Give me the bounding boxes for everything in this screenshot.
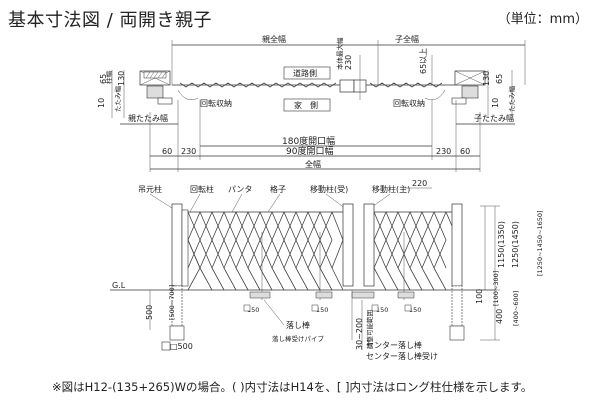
idou-shu-label: 移動柱(主) — [372, 184, 410, 194]
gate-rail-plan — [172, 55, 455, 100]
rotation-arc-right — [424, 89, 446, 100]
lattice-left — [187, 211, 344, 291]
dim-400-label: 400 — [495, 309, 504, 324]
drop-rods — [261, 232, 405, 300]
kaiten-left-label: 回転収納 — [200, 98, 232, 108]
dim-100-range-label: [100~300] — [492, 271, 500, 306]
dim-10-right: 10 — [491, 98, 500, 108]
dim-150-b: 150 — [316, 306, 328, 314]
bottom-dimension-lines — [120, 100, 515, 172]
ground-hatch-left — [143, 71, 167, 79]
dim-500-label: 500 — [145, 305, 154, 320]
tatami-haba-left: たたみ幅 — [113, 86, 122, 113]
dim-400-range-label: [400~600] — [512, 291, 520, 326]
dim-60-left: 60 — [162, 147, 172, 156]
house-side-box — [283, 98, 331, 112]
ie-gawa-label: 家 側 — [294, 100, 318, 110]
left-post-plan — [139, 70, 173, 105]
oya-zen-haba-label: 親全幅 — [262, 34, 286, 44]
height-range-label: [1250~1450~1650] — [536, 210, 544, 276]
panta-label: パンタ — [228, 185, 252, 194]
koushi-label: 格子 — [270, 184, 286, 194]
gl-label: G.L — [112, 281, 126, 290]
dim-230-top: 230 — [344, 55, 353, 70]
dim-150-c: 150 — [376, 306, 388, 314]
otoshi-pipe-label: 落し棒受けパイプ — [272, 334, 325, 343]
hontai-max-haba-label: 本体最大幅 — [335, 37, 344, 70]
front-posts — [171, 203, 463, 327]
center-uke-label: センター落し棒受け — [366, 351, 438, 361]
dim-500-long-label: [500~700] — [168, 285, 176, 320]
foundation-blocks — [169, 291, 465, 341]
kaiten-right-label: 回転収納 — [393, 98, 425, 108]
top-dimension-lines — [171, 40, 526, 85]
ko-zen-haba-label: 子全幅 — [395, 34, 419, 44]
zen-haba-label: 全幅 — [305, 159, 321, 169]
douro-gawa-label: 道路側 — [293, 68, 317, 78]
chousei-range: 30~200 — [355, 318, 364, 350]
kaikou-180-label: 180度開口幅 — [282, 135, 335, 147]
dim-100-label: 100 — [475, 289, 484, 304]
idou-uke-label: 移動柱(受) — [310, 184, 348, 194]
hashira-haba-value: 130 — [117, 71, 126, 86]
otoshi-bou-label: 落し棒 — [286, 320, 310, 330]
footer-note: ※図はH12-(135+265)Wの場合。( )内寸法はH14を、[ ]内寸法は… — [52, 380, 533, 394]
dim-150-d: 150 — [409, 306, 421, 314]
dim-130-right: 130 — [482, 71, 491, 86]
oya-tatami-label: 親たたみ幅 — [128, 113, 168, 123]
dim-500-square-icon — [161, 341, 171, 351]
dim-65-up: 65以上 — [419, 48, 428, 74]
hashira-haba-label: 柱幅 — [104, 71, 113, 85]
dim-230-left: 230 — [181, 147, 196, 156]
height-1150-label: 1150(1350) — [497, 221, 506, 268]
right-height-dimensions — [480, 205, 500, 341]
right-post-plan — [451, 70, 486, 105]
height-1250-label: 1250(1450) — [511, 221, 520, 268]
tatami-haba-right: たたみ幅 — [507, 86, 516, 113]
road-side-box — [283, 66, 331, 80]
page-title: 基本寸法図 / 両開き親子 — [8, 10, 213, 31]
chousei-label: 調整可能範囲 — [365, 310, 374, 349]
center-bou-label: センター落し棒 — [366, 340, 422, 350]
dim-220-label: 220 — [412, 179, 427, 188]
lattice-right — [373, 211, 453, 291]
unit-label: （単位：mm） — [497, 12, 588, 27]
kaikou-90-label: 90度開口幅 — [286, 145, 333, 157]
dim-500-sq-label: □500 — [170, 342, 193, 351]
kaiten-hashira-label: 回転柱 — [190, 184, 214, 194]
dim-65-right: 65 — [495, 74, 504, 84]
dim-60-right: 60 — [460, 147, 470, 156]
rotation-arc-left — [177, 89, 199, 100]
dim-10-left: 10 — [97, 98, 106, 108]
dim-150-a: 150 — [247, 306, 259, 314]
tsurimoto-label: 吊元柱 — [138, 184, 162, 194]
dim-230-right: 230 — [436, 147, 451, 156]
ko-tatami-label: 子たたみ幅 — [474, 113, 514, 123]
dim-65-left: 65 — [99, 74, 108, 84]
